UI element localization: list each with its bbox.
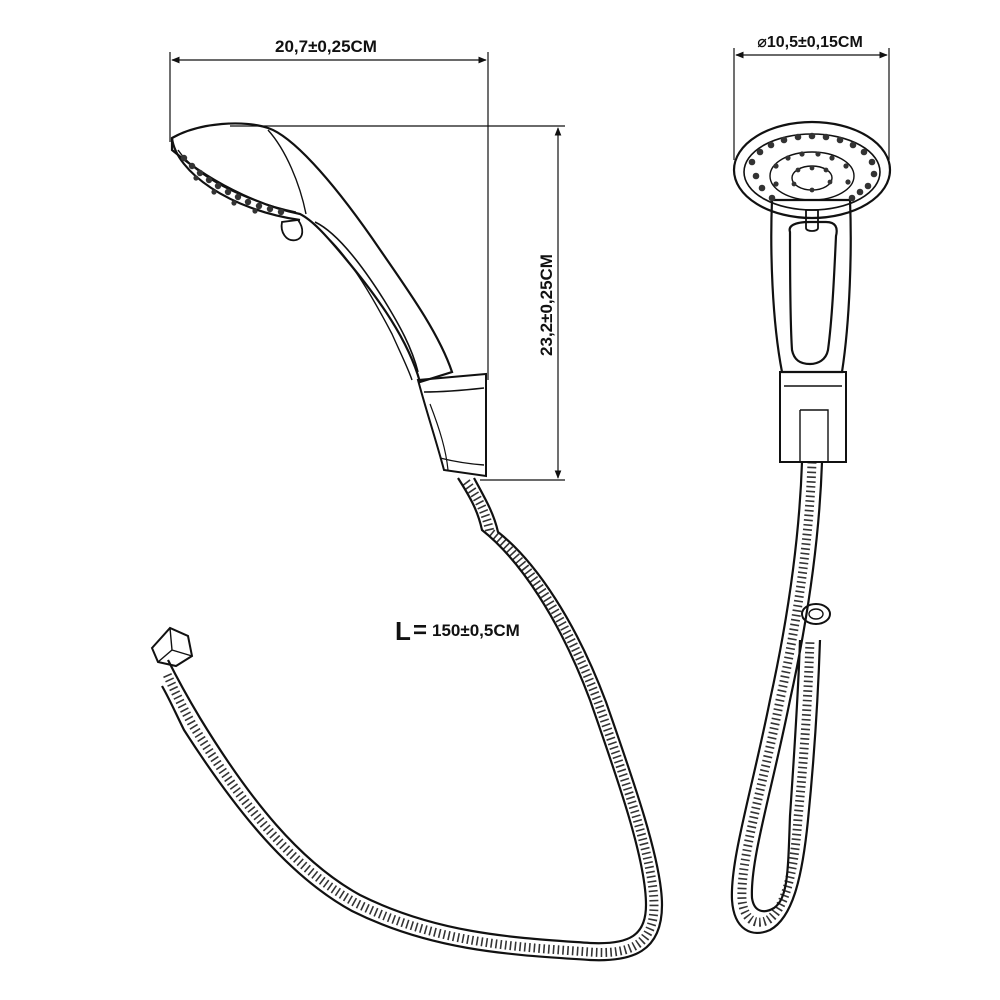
spray-nozzles-side	[180, 154, 285, 216]
hose-end-nut	[150, 626, 194, 668]
width-dimension: 20,7±0,25CM	[169, 37, 489, 380]
diameter-dimension-label: ⌀10,5±0,15CM	[757, 34, 863, 51]
side-view: 20,7±0,25CM 23,2±0,25CM	[150, 37, 664, 962]
hose-side	[150, 477, 664, 962]
handle-collar	[416, 372, 487, 478]
hose-length-value: 150±0,5CM	[432, 621, 520, 640]
front-collar	[779, 371, 847, 463]
spray-selector-lever	[280, 219, 304, 242]
hose-bracket-ring	[801, 603, 831, 625]
width-dimension-label: 20,7±0,25CM	[275, 37, 377, 56]
diameter-dimension: ⌀10,5±0,15CM	[733, 34, 890, 160]
hose-length-label: L = 150±0,5CM	[395, 616, 520, 646]
height-dimension: 23,2±0,25CM	[230, 125, 565, 481]
hose-length-equals: =	[413, 617, 427, 644]
shower-handle-front	[770, 198, 852, 374]
hose-length-symbol: L	[395, 616, 411, 646]
hose-front	[730, 461, 831, 934]
height-dimension-label: 23,2±0,25CM	[537, 254, 556, 356]
spray-nozzles-front	[748, 132, 878, 202]
spray-selector-tab	[805, 209, 819, 232]
shower-handle-side	[170, 122, 487, 478]
front-view: ⌀10,5±0,15CM	[730, 34, 892, 934]
handle-grip-recess	[788, 220, 838, 366]
shower-head-front	[732, 120, 892, 232]
